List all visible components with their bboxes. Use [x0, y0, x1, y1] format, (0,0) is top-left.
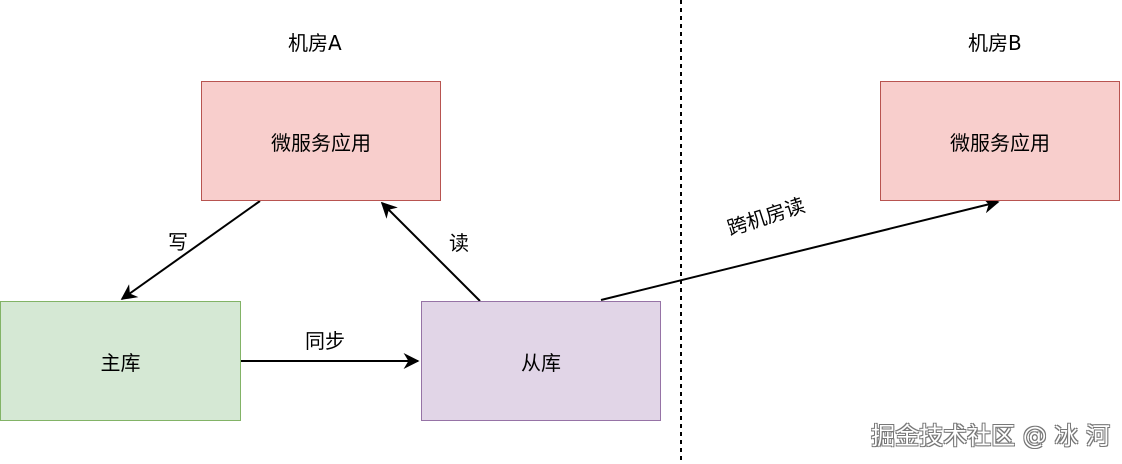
read-edge-label: 读: [449, 231, 469, 255]
room-b-label: 机房B: [968, 31, 1022, 55]
slave-db-label: 从库: [521, 350, 561, 375]
cross-room-read-edge-label: 跨机房读: [724, 192, 808, 241]
watermark-text: 掘金技术社区 @ 冰 河: [871, 422, 1110, 450]
write-arrow: [120, 200, 261, 300]
microservice-b-node[interactable]: 微服务应用: [880, 81, 1120, 201]
slave-db-node[interactable]: 从库: [421, 301, 661, 421]
write-edge-label: 写: [168, 230, 188, 254]
master-db-node[interactable]: 主库: [0, 301, 241, 421]
master-db-label: 主库: [100, 350, 141, 375]
microservice-a-node[interactable]: 微服务应用: [201, 81, 441, 201]
room-a-label: 机房A: [288, 31, 342, 55]
microservice-a-label: 微服务应用: [271, 130, 371, 155]
microservice-b-label: 微服务应用: [950, 130, 1050, 155]
sync-edge-label: 同步: [305, 329, 345, 353]
